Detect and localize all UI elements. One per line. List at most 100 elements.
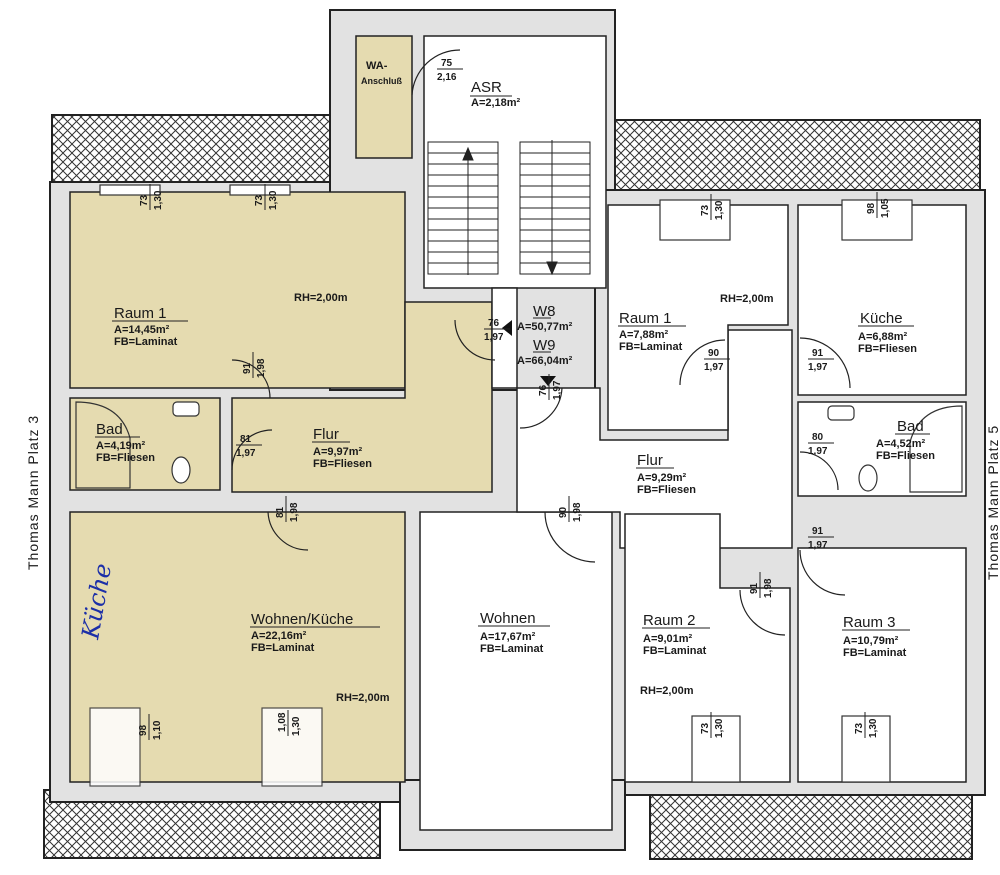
room-wohnen — [419, 511, 613, 831]
svg-text:Raum 1: Raum 1 — [114, 305, 167, 322]
side-label-left: Thomas Mann Platz 3 — [25, 415, 41, 570]
svg-text:73: 73 — [854, 722, 865, 734]
svg-text:1,08: 1,08 — [277, 712, 288, 732]
svg-text:1,30: 1,30 — [714, 718, 725, 738]
svg-text:73: 73 — [700, 204, 711, 216]
svg-text:91: 91 — [812, 348, 824, 359]
windows-and-fixtures — [75, 184, 963, 787]
room-label-raum3: Raum 3 A=10,79m² FB=Laminat — [843, 614, 907, 659]
svg-text:73: 73 — [139, 194, 150, 206]
svg-text:1,30: 1,30 — [714, 200, 725, 220]
svg-text:81: 81 — [240, 434, 252, 445]
rooms — [69, 35, 967, 831]
room-label-bad-right: Bad A=4,52m² FB=Fliesen — [876, 418, 935, 462]
svg-text:80: 80 — [812, 432, 824, 443]
svg-text:1,97: 1,97 — [704, 362, 724, 373]
svg-text:A=14,45m²: A=14,45m² — [114, 324, 170, 336]
name-underlines — [95, 95, 930, 631]
svg-text:FB=Laminat: FB=Laminat — [480, 643, 544, 655]
svg-text:1,98: 1,98 — [763, 578, 774, 598]
svg-text:Bad: Bad — [897, 418, 924, 435]
room-wa-anschluss — [355, 35, 413, 159]
room-height-wohnen-kueche: RH=2,00m — [336, 692, 390, 704]
svg-text:1,98: 1,98 — [289, 502, 300, 522]
svg-text:1,97: 1,97 — [808, 362, 828, 373]
svg-text:FB=Fliesen: FB=Fliesen — [858, 343, 917, 355]
stair-area: A=2,18m² — [471, 97, 521, 109]
svg-text:91: 91 — [749, 582, 760, 594]
unit-w9-area: A=66,04m² — [517, 355, 573, 367]
room-height-raum2: RH=2,00m — [640, 685, 694, 697]
room-asr — [423, 35, 607, 289]
svg-text:FB=Fliesen: FB=Fliesen — [313, 458, 372, 470]
svg-text:76: 76 — [488, 318, 500, 329]
svg-text:90: 90 — [558, 506, 569, 518]
room-label-wohnen-kueche: Wohnen/Küche A=22,16m² FB=Laminat — [251, 611, 353, 654]
dimension-label: 901,97 — [704, 348, 730, 373]
room-raum1-left — [69, 191, 406, 389]
svg-text:Raum 3: Raum 3 — [843, 614, 896, 631]
svg-text:73: 73 — [700, 722, 711, 734]
svg-text:FB=Laminat: FB=Laminat — [114, 336, 178, 348]
svg-text:Küche: Küche — [860, 310, 903, 327]
svg-text:1,30: 1,30 — [153, 190, 164, 210]
svg-text:Raum 1: Raum 1 — [619, 310, 672, 327]
svg-text:FB=Laminat: FB=Laminat — [251, 642, 315, 654]
unit-w8-area: A=50,77m² — [517, 321, 573, 333]
svg-text:Flur: Flur — [637, 452, 663, 469]
room-label-flur-left: Flur A=9,97m² FB=Fliesen — [313, 426, 372, 470]
svg-text:FB=Laminat: FB=Laminat — [643, 645, 707, 657]
svg-text:91: 91 — [812, 526, 824, 537]
svg-text:A=4,52m²: A=4,52m² — [876, 438, 926, 450]
dimension-label: 911,97 — [808, 348, 834, 373]
room-label-raum1-right: Raum 1 A=7,88m² FB=Laminat — [619, 310, 683, 353]
svg-text:81: 81 — [275, 506, 286, 518]
svg-text:1,98: 1,98 — [572, 502, 583, 522]
svg-text:1,05: 1,05 — [880, 198, 891, 218]
wa-label-line1: WA- — [366, 60, 388, 72]
svg-text:1,98: 1,98 — [256, 358, 267, 378]
svg-text:FB=Fliesen: FB=Fliesen — [96, 452, 155, 464]
unit-arrows — [502, 320, 556, 386]
room-label-flur-right: Flur A=9,29m² FB=Fliesen — [637, 452, 696, 496]
svg-text:98: 98 — [866, 202, 877, 214]
svg-text:Raum 2: Raum 2 — [643, 612, 696, 629]
svg-text:1,97: 1,97 — [236, 448, 256, 459]
stairs — [427, 140, 591, 276]
svg-text:A=10,79m²: A=10,79m² — [843, 635, 899, 647]
door-swings — [231, 49, 851, 636]
svg-text:A=17,67m²: A=17,67m² — [480, 631, 536, 643]
dimension-label: 761,97 — [484, 318, 510, 343]
wa-label-line2: Anschluß — [361, 76, 403, 86]
room-raum2 — [624, 513, 791, 783]
unit-w9-name: W9 — [533, 337, 556, 354]
svg-text:1,10: 1,10 — [152, 720, 163, 740]
svg-text:2,16: 2,16 — [437, 72, 457, 83]
room-label-raum1-left: Raum 1 A=14,45m² FB=Laminat — [114, 305, 178, 348]
svg-text:Wohnen: Wohnen — [480, 610, 536, 627]
room-corridor-w — [491, 287, 518, 389]
dimension-label: 811,97 — [236, 434, 262, 459]
dimension-label: 911,97 — [808, 526, 834, 551]
dimension-label: 752,16 — [437, 58, 463, 83]
room-height-raum1-right: RH=2,00m — [720, 293, 774, 305]
svg-text:Wohnen/Küche: Wohnen/Küche — [251, 611, 353, 628]
svg-text:A=9,29m²: A=9,29m² — [637, 472, 687, 484]
room-label-kueche-right: Küche A=6,88m² FB=Fliesen — [858, 310, 917, 355]
svg-text:A=7,88m²: A=7,88m² — [619, 329, 669, 341]
svg-text:91: 91 — [242, 362, 253, 374]
svg-text:1,30: 1,30 — [868, 718, 879, 738]
stair-name: ASR — [471, 79, 502, 96]
